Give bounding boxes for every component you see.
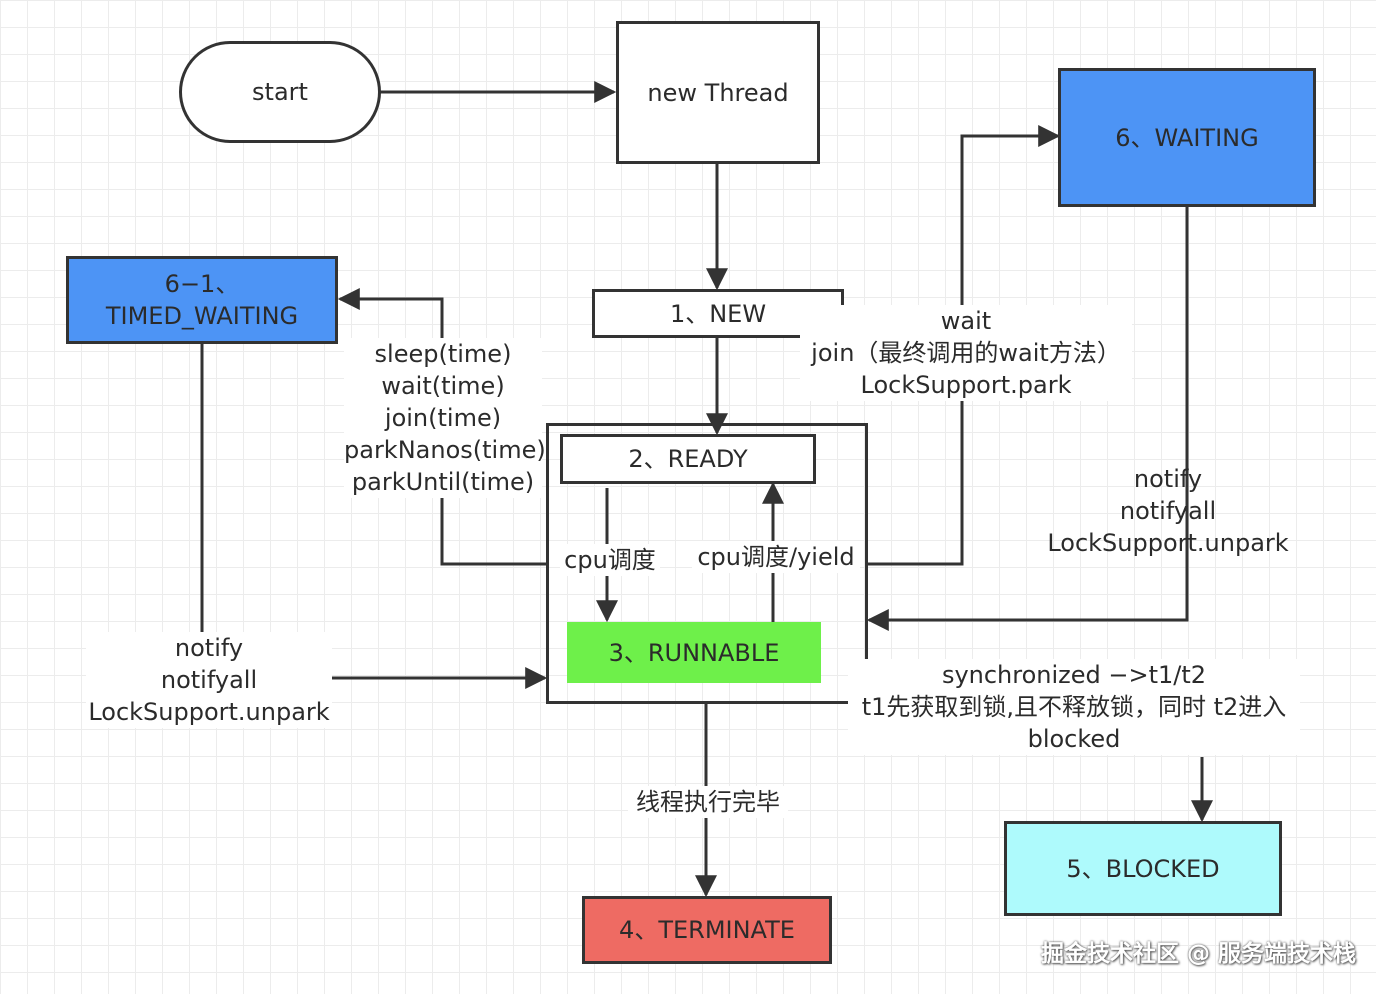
edge-label-line: join（最终调用的wait方法） [811, 339, 1121, 367]
edge-label-runnable-to-ready: cpu调度/yield [692, 541, 860, 573]
edge-label-to-blocked: synchronized −>t1/t2 t1先获取到锁,且不释放锁，同时 t2… [848, 659, 1300, 755]
edge-label-line: parkUntil(time) [351, 468, 535, 496]
edge-label-line: blocked [1027, 725, 1121, 753]
waiting-node: 6、WAITING [1058, 68, 1316, 207]
edge-label-line: wait(time) [381, 372, 505, 400]
edge-from-waiting [866, 205, 1189, 631]
terminate-node-label: 4、TERMINATE [619, 916, 795, 944]
edge-label-from-timed-waiting: notify notifyall LockSupport.unpark [86, 632, 332, 728]
timed-waiting-label-line: TIMED_WAITING [105, 302, 299, 330]
edge-label-line: t1先获取到锁,且不释放锁，同时 t2进入 [861, 693, 1287, 721]
watermark: 掘金技术社区 @ 服务端技术栈 [1040, 941, 1356, 967]
edge-label-line: notifyall [160, 666, 258, 694]
edge-label-line: LockSupport.unpark [1047, 529, 1289, 557]
runnable-node-label: 3、RUNNABLE [608, 638, 780, 667]
edge-label-from-waiting: notify notifyall LockSupport.unpark [1046, 463, 1290, 559]
edge-label-line: sleep(time) [374, 340, 512, 368]
edge-label-line: notify [174, 634, 244, 662]
new-state-node-label: 1、NEW [669, 299, 767, 328]
blocked-node: 5、BLOCKED [1004, 821, 1282, 916]
edge-label-line: synchronized −>t1/t2 [941, 661, 1207, 689]
edge-label-line: wait [940, 307, 992, 335]
edge-label-line: parkNanos(time) [344, 436, 546, 464]
timed-waiting-node: 6−1、 TIMED_WAITING [66, 256, 338, 344]
edge-label-to-terminate: 线程执行完毕 [628, 786, 788, 818]
edge-label-line: join(time) [384, 404, 502, 432]
edge-label-line: LockSupport.unpark [88, 698, 330, 726]
terminate-node: 4、TERMINATE [582, 896, 832, 964]
start-node-label: start [252, 78, 308, 106]
edge-label-line: notify [1133, 465, 1203, 493]
new-thread-node: new Thread [616, 21, 820, 164]
edge-label-ready-to-runnable: cpu调度 [560, 544, 660, 576]
ready-node-label: 2、READY [628, 445, 748, 473]
edge-label-to-waiting: wait join（最终调用的wait方法） LockSupport.park [800, 305, 1132, 401]
blocked-node-label: 5、BLOCKED [1066, 854, 1220, 883]
waiting-node-label: 6、WAITING [1115, 123, 1259, 152]
new-thread-node-label: new Thread [647, 78, 789, 107]
runtime-container [546, 423, 868, 704]
timed-waiting-label-line: 6−1、 [164, 270, 240, 298]
edge-label-line: notifyall [1119, 497, 1217, 525]
edge-label-line: LockSupport.park [860, 371, 1072, 399]
start-node: start [179, 41, 381, 143]
edge-label-to-timed-waiting: sleep(time) wait(time) join(time) parkNa… [344, 338, 546, 498]
ready-node: 2、READY [560, 434, 816, 484]
runnable-node: 3、RUNNABLE [567, 622, 821, 683]
